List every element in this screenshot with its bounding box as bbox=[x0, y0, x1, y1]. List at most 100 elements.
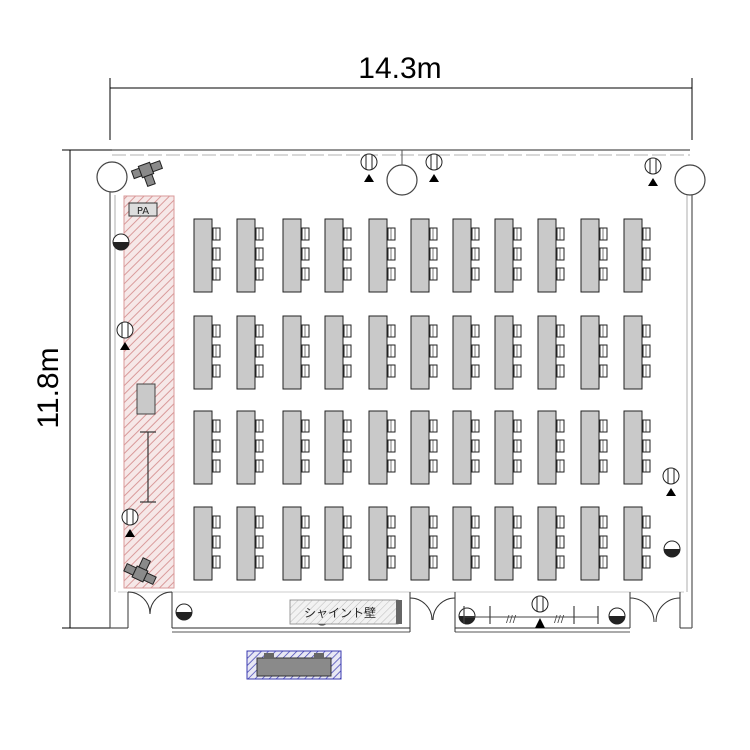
table-group bbox=[324, 506, 352, 581]
chair bbox=[301, 419, 310, 433]
table-group bbox=[537, 315, 565, 390]
ceiling-light-icon bbox=[360, 153, 378, 182]
chair bbox=[556, 324, 565, 338]
table-group bbox=[410, 506, 438, 581]
ceiling-light-icon bbox=[531, 595, 549, 613]
table bbox=[236, 315, 256, 390]
table bbox=[452, 218, 472, 293]
width-dimension: 14.3m bbox=[109, 52, 693, 140]
table-group bbox=[494, 315, 522, 390]
lighting bbox=[112, 153, 681, 628]
table bbox=[623, 315, 643, 390]
chair bbox=[212, 247, 221, 261]
partition-label: シャイント壁 bbox=[304, 605, 376, 620]
table-group bbox=[368, 506, 396, 581]
chair bbox=[471, 267, 480, 281]
table bbox=[537, 315, 557, 390]
chair bbox=[212, 267, 221, 281]
table bbox=[282, 315, 302, 390]
table bbox=[537, 410, 557, 485]
table-group bbox=[282, 315, 310, 390]
spotlight-icon bbox=[458, 607, 476, 625]
chair bbox=[556, 555, 565, 569]
chair bbox=[513, 459, 522, 473]
chair bbox=[513, 419, 522, 433]
chair bbox=[429, 535, 438, 549]
table bbox=[282, 506, 302, 581]
chair bbox=[642, 227, 651, 241]
chair bbox=[642, 247, 651, 261]
chair bbox=[556, 267, 565, 281]
chair bbox=[255, 267, 264, 281]
svg-text:///: /// bbox=[506, 614, 517, 625]
chair bbox=[599, 344, 608, 358]
table bbox=[623, 506, 643, 581]
table bbox=[494, 410, 514, 485]
chair bbox=[429, 364, 438, 378]
chair bbox=[471, 515, 480, 529]
table bbox=[452, 315, 472, 390]
table bbox=[580, 315, 600, 390]
chair bbox=[429, 247, 438, 261]
chair bbox=[301, 344, 310, 358]
ceiling-light-icon bbox=[116, 321, 134, 350]
chair bbox=[343, 247, 352, 261]
chair bbox=[301, 324, 310, 338]
table-group bbox=[368, 315, 396, 390]
chair bbox=[343, 459, 352, 473]
table-group bbox=[452, 410, 480, 485]
table bbox=[494, 506, 514, 581]
table-group bbox=[494, 410, 522, 485]
chair bbox=[255, 515, 264, 529]
chair bbox=[556, 247, 565, 261]
partition-wall: シャイント壁 bbox=[289, 599, 402, 625]
chair bbox=[429, 439, 438, 453]
chair bbox=[556, 459, 565, 473]
table bbox=[324, 506, 344, 581]
table-group bbox=[236, 218, 264, 293]
table bbox=[282, 218, 302, 293]
chair bbox=[387, 439, 396, 453]
chair bbox=[343, 227, 352, 241]
table bbox=[193, 218, 213, 293]
ceiling-light-icon bbox=[644, 157, 662, 186]
chair bbox=[429, 555, 438, 569]
chair bbox=[599, 267, 608, 281]
chair bbox=[255, 535, 264, 549]
chair bbox=[255, 344, 264, 358]
table bbox=[324, 218, 344, 293]
chair bbox=[343, 535, 352, 549]
chair bbox=[255, 247, 264, 261]
table-group bbox=[452, 315, 480, 390]
table bbox=[368, 315, 388, 390]
table bbox=[410, 218, 430, 293]
chair bbox=[212, 515, 221, 529]
chair bbox=[212, 555, 221, 569]
chair bbox=[642, 344, 651, 358]
chair bbox=[556, 535, 565, 549]
table bbox=[193, 410, 213, 485]
chair bbox=[301, 227, 310, 241]
table-group bbox=[623, 218, 651, 293]
table-group bbox=[236, 315, 264, 390]
table bbox=[368, 218, 388, 293]
chair bbox=[301, 267, 310, 281]
chair bbox=[471, 459, 480, 473]
chair bbox=[429, 324, 438, 338]
spotlight-icon bbox=[175, 603, 193, 621]
table-group bbox=[368, 218, 396, 293]
chair bbox=[556, 364, 565, 378]
table bbox=[452, 506, 472, 581]
table-group bbox=[452, 506, 480, 581]
table-group bbox=[623, 410, 651, 485]
chair bbox=[255, 419, 264, 433]
table-group bbox=[193, 506, 221, 581]
chair bbox=[599, 324, 608, 338]
chair bbox=[343, 344, 352, 358]
chair bbox=[471, 364, 480, 378]
table bbox=[452, 410, 472, 485]
chair bbox=[301, 247, 310, 261]
chair bbox=[556, 439, 565, 453]
speaker-bottom bbox=[123, 557, 157, 586]
table-group bbox=[623, 315, 651, 390]
